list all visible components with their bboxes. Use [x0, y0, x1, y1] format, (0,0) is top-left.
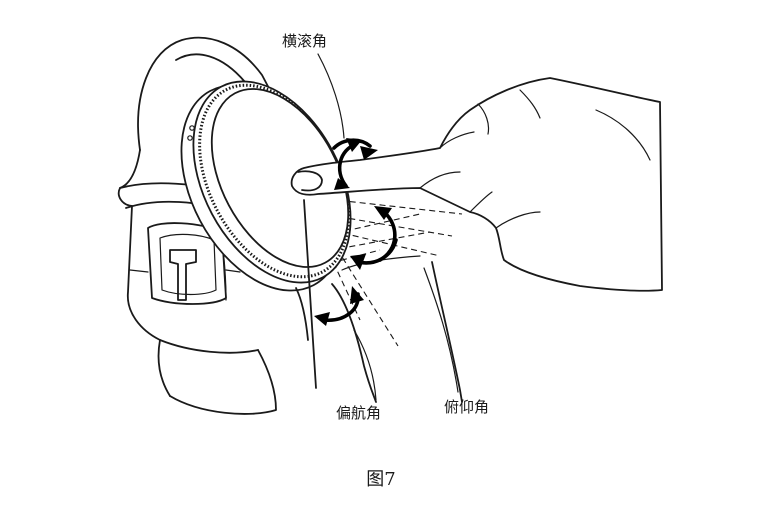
label-roll-angle: 横滚角: [282, 32, 327, 50]
label-yaw-angle: 偏航角: [336, 404, 381, 422]
figure-caption: 图7: [366, 469, 395, 490]
leader-lines: [317, 53, 459, 401]
roll-arrow: [332, 138, 378, 190]
yaw-arrow: [314, 286, 364, 326]
arm: [331, 255, 463, 403]
smartwatch: [180, 80, 352, 389]
pitch-arrow: [350, 206, 398, 270]
label-pitch-angle: 俯仰角: [444, 398, 489, 416]
hand: [290, 77, 663, 292]
